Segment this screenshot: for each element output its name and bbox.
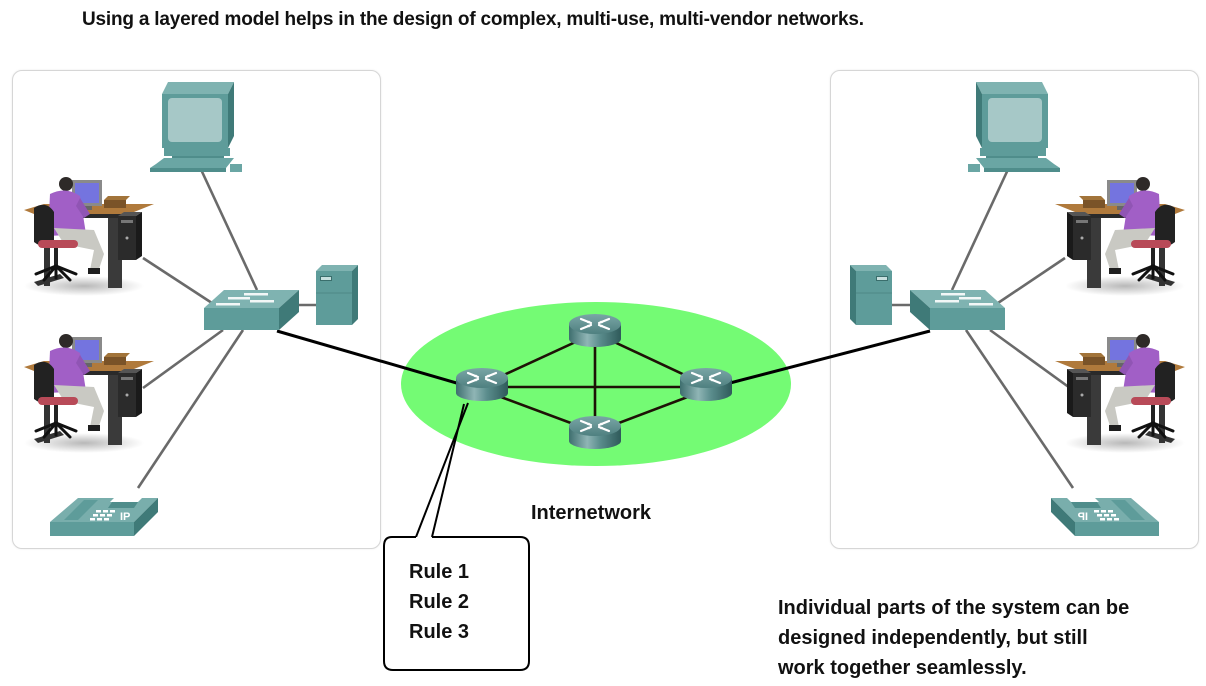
router-bottom <box>567 414 623 451</box>
rule-item: Rule 1 <box>409 561 470 583</box>
internetwork-label: Internetwork <box>531 502 652 524</box>
right-switch <box>910 290 1005 330</box>
right-server <box>849 264 893 326</box>
rules-list: Rule 1 Rule 2 Rule 3 <box>409 557 469 647</box>
callout-pointer <box>415 402 469 538</box>
left-lan-cables <box>136 162 318 489</box>
left-server <box>315 264 359 326</box>
left-workstation-user-1 <box>22 175 156 298</box>
right-workstation-user-1 <box>1053 175 1187 298</box>
router-left <box>454 366 510 403</box>
caption-line: Individual parts of the system can be <box>778 597 1130 619</box>
right-workstation-user-2 <box>1053 332 1187 455</box>
left-switch <box>204 290 299 330</box>
left-ip-phone <box>50 498 158 536</box>
left-ip-phone-label: IP <box>120 511 130 523</box>
router-top <box>567 312 623 349</box>
left-desktop-computer <box>150 82 242 172</box>
caption-line: designed independently, but still <box>778 627 1088 649</box>
left-workstation-user-2 <box>22 332 156 455</box>
rules-callout-box <box>383 536 530 671</box>
right-desktop-computer <box>968 82 1060 172</box>
wan-links <box>276 329 931 386</box>
right-ip-phone <box>1051 498 1159 536</box>
caption-text: Individual parts of the system can be de… <box>778 593 1129 683</box>
rule-item: Rule 3 <box>409 621 470 643</box>
rule-item: Rule 2 <box>409 591 470 613</box>
diagram-title: Using a layered model helps in the desig… <box>82 9 864 30</box>
router-right <box>678 366 734 403</box>
caption-line: work together seamlessly. <box>778 657 1027 679</box>
right-ip-phone-label: IP <box>1078 511 1088 523</box>
